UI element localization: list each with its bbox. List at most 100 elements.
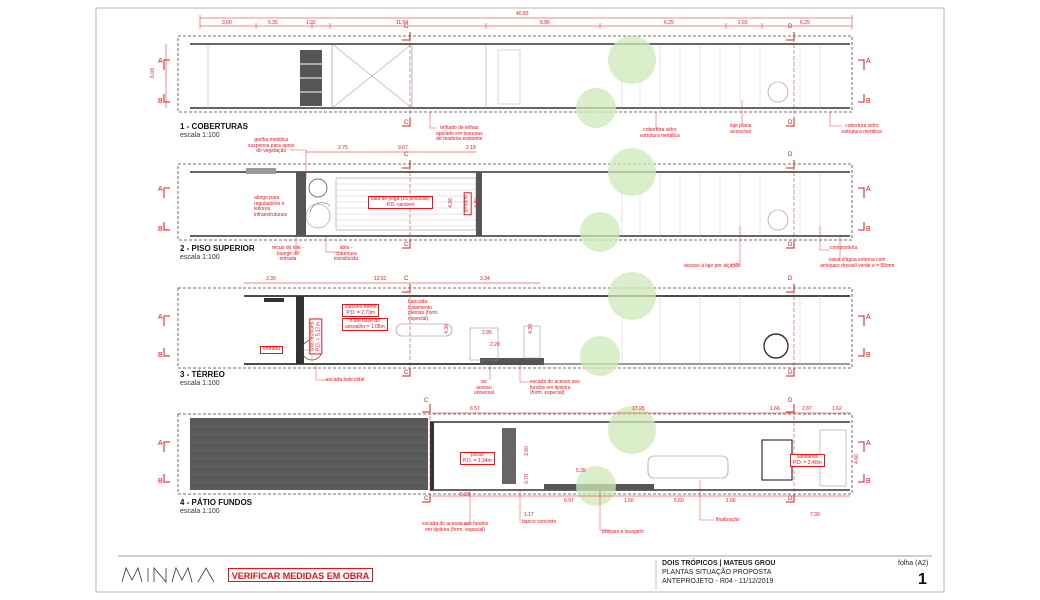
dim-p1-d7: 2.65 xyxy=(738,20,748,26)
plan-coberturas xyxy=(163,15,865,129)
mark-a-4r: A xyxy=(866,440,871,447)
dim-p4-d8: 1.50 xyxy=(624,498,634,504)
mark-c-2t: C xyxy=(404,152,409,158)
dim-p4-d1: 6.57 xyxy=(470,406,480,412)
note-preparo: preparo e lavagem xyxy=(602,529,644,535)
mark-a-3l: A xyxy=(158,314,163,321)
dim-p4-h3: 4.60 xyxy=(853,454,860,464)
project-name: DOIS TRÓPICOS | MATEUS GROU xyxy=(662,560,776,567)
dim-p4-d7: 6.97 xyxy=(564,498,574,504)
plan-patio xyxy=(163,404,865,531)
plan-scale-2: escala 1:100 xyxy=(180,254,220,261)
note-telhado: telhado de telhas apoiado em tesouras de… xyxy=(436,125,483,143)
mark-b-2l: B xyxy=(158,226,163,233)
plan-title-1: 1 - COBERTURAS xyxy=(180,122,249,131)
mark-c-1b: C xyxy=(404,120,409,126)
mark-d-4t: D xyxy=(788,398,793,404)
lot-outline-1 xyxy=(177,35,853,113)
mark-d-3b: D xyxy=(788,370,793,376)
sheet-name: PLANTAS SITUAÇÃO PROPOSTA xyxy=(662,569,772,576)
dim-p4-d5: 1.62 xyxy=(832,406,842,412)
cylinder-1 xyxy=(767,81,789,103)
dim-p4-d11: 5.35 xyxy=(576,468,586,474)
tree-4a xyxy=(608,406,656,454)
lot-outline-4 xyxy=(177,413,853,495)
dim-p1-h: 6.03 xyxy=(149,68,156,78)
tree-3a xyxy=(608,272,656,320)
bench-4 xyxy=(502,428,516,484)
note-escada-fundos: escada de acesso aos fundos em tijoleira… xyxy=(530,379,580,397)
dim-p3-s1: 2.95 xyxy=(482,330,492,336)
dim-p1-total: 40.83 xyxy=(516,11,529,17)
paved-courtyard xyxy=(190,418,428,490)
bench-table-3 xyxy=(395,323,453,337)
dim-p1-d3: 1.92 xyxy=(306,20,316,26)
dim-p4-d4: 2.87 xyxy=(802,406,812,412)
lot-outline-2 xyxy=(177,163,853,241)
note-altura-assoalho: h até base do assoalho = 1,05m xyxy=(342,318,388,332)
lot-outline-3 xyxy=(177,287,853,369)
mark-a-1l: A xyxy=(158,58,163,65)
mark-d-3t: D xyxy=(788,276,793,282)
mark-b-1l: B xyxy=(158,98,163,105)
mark-b-3l: B xyxy=(158,352,163,359)
mark-c-4b: C xyxy=(424,496,429,502)
note-abrigo: abrigo para reguladores e leitores infra… xyxy=(254,195,288,218)
dim-p3-h2: 4.30 xyxy=(527,324,534,334)
mark-a-4l: A xyxy=(158,440,163,447)
mark-a-3r: A xyxy=(866,314,871,321)
dim-p4-d6: 5.39 xyxy=(460,492,470,498)
dim-p2-h2: 4.30 xyxy=(473,198,480,208)
plan-title-4: 4 - PÁTIO FUNDOS xyxy=(180,498,253,507)
plan-title-3: 3 - TÉRREO xyxy=(180,370,225,379)
note-entrada: entrada xyxy=(260,346,283,354)
mark-c-4t: C xyxy=(424,398,429,404)
dim-p1-d5: 8.86 xyxy=(540,20,550,26)
project-phase: ANTEPROJETO - R04 - 11/12/2019 xyxy=(662,578,774,585)
note-armario: armário xyxy=(463,192,472,216)
note-cobertura-vidro-1: cobertura vidro estrutura metálica xyxy=(640,127,680,139)
plan-piso-superior xyxy=(163,148,865,265)
mark-d-1t: D xyxy=(788,24,793,30)
round-room-3 xyxy=(763,333,789,359)
dim-p4-d2: 17.25 xyxy=(632,406,645,412)
note-banco-concreto: banco concreto xyxy=(522,519,557,525)
note-sala-reunioes: sala reuniões P.D. = 5,17m xyxy=(309,318,323,355)
dim-p1-d4: 11.54 xyxy=(396,20,409,26)
note-recuo: recuo do lote - lounge de entrada xyxy=(272,245,304,263)
plan-scale-4: escala 1:100 xyxy=(180,508,220,515)
mark-d-1b: D xyxy=(788,120,793,126)
note-sala-yoga: sala de yoga (15 pessoas) P.D. variável xyxy=(368,196,433,210)
dim-p2-d2: 9.67 xyxy=(398,145,408,151)
note-cobertura-vidro-2: cobertura vidro estrutura metálica xyxy=(842,123,882,135)
plan-scale-3: escala 1:100 xyxy=(180,380,220,387)
note-porao: porão P.D. = 1,34m xyxy=(460,452,495,466)
mark-d-4b: D xyxy=(788,496,793,502)
entry-wall-3 xyxy=(296,296,304,364)
mark-c-1t: C xyxy=(404,24,409,30)
dim-p2-d3: 2.18 xyxy=(466,145,476,151)
minima-logo xyxy=(121,566,215,584)
kitchen-counter xyxy=(647,455,729,479)
dim-p3-d1: 3.35 xyxy=(266,276,276,282)
note-composteira: composteira xyxy=(830,245,858,251)
note-escada-patio: escada de acesso aos fundos em tijoleira… xyxy=(422,521,489,533)
dim-p1-d8: 6.25 xyxy=(800,20,810,26)
mark-c-3t: C xyxy=(404,276,409,282)
note-wc: wc acesso universal xyxy=(474,379,495,397)
verify-measures-stamp: VERIFICAR MEDIDAS EM OBRA xyxy=(228,568,373,582)
dim-p4-d10: 1.66 xyxy=(726,498,736,504)
dim-p4-d3: 1.66 xyxy=(770,406,780,412)
mark-a-1r: A xyxy=(866,58,871,65)
note-sanitarios: sanitários P.D. = 2,40m xyxy=(790,454,825,468)
dim-p2-h1: 4.26 xyxy=(447,198,454,208)
dim-p3-s2: 2.20 xyxy=(490,342,500,348)
dim-p4-d13: 7.39 xyxy=(810,512,820,518)
sheet-number: 1 xyxy=(918,571,927,588)
note-finalizacao: finalização xyxy=(716,517,740,523)
mark-b-1r: B xyxy=(866,98,871,105)
dim-p3-h1: 4.30 xyxy=(443,324,450,334)
mark-a-2l: A xyxy=(158,186,163,193)
